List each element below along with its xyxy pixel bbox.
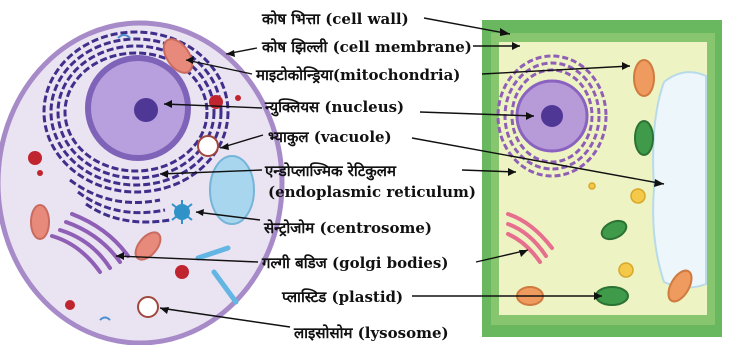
- label-endoplasmic-reticulum-line1: एन्डोप्लाज्मिक रेटिकुलम: [264, 162, 397, 181]
- labels: कोष भित्ता (cell wall) कोष झिल्ली (cell …: [255, 10, 476, 342]
- label-nucleus: न्युक्लियस (nucleus): [264, 98, 404, 117]
- plant-nucleolus: [541, 105, 563, 127]
- label-centrosome: सेन्ट्रोजोम (centrosome): [263, 219, 432, 237]
- label-plastid: प्लास्टिड (plastid): [281, 288, 403, 306]
- animal-vacuole: [210, 156, 254, 224]
- label-lysosome: लाइसोसोम (lysosome): [293, 324, 449, 342]
- label-endoplasmic-reticulum-line2: (endoplasmic reticulum): [268, 183, 476, 201]
- plant-vacuole: [653, 72, 706, 287]
- label-vacuole: भ्याकुल (vacuole): [268, 128, 392, 147]
- animal-nucleolus: [134, 98, 158, 122]
- label-mitochondria: माइटोकोन्ड्रिया(mitochondria): [255, 66, 460, 84]
- label-cell-wall: कोष भित्ता (cell wall): [261, 10, 409, 28]
- label-golgi-bodies: गल्गी बडिज (golgi bodies): [261, 254, 448, 272]
- label-cell-membrane: कोष झिल्ली (cell membrane): [261, 38, 472, 56]
